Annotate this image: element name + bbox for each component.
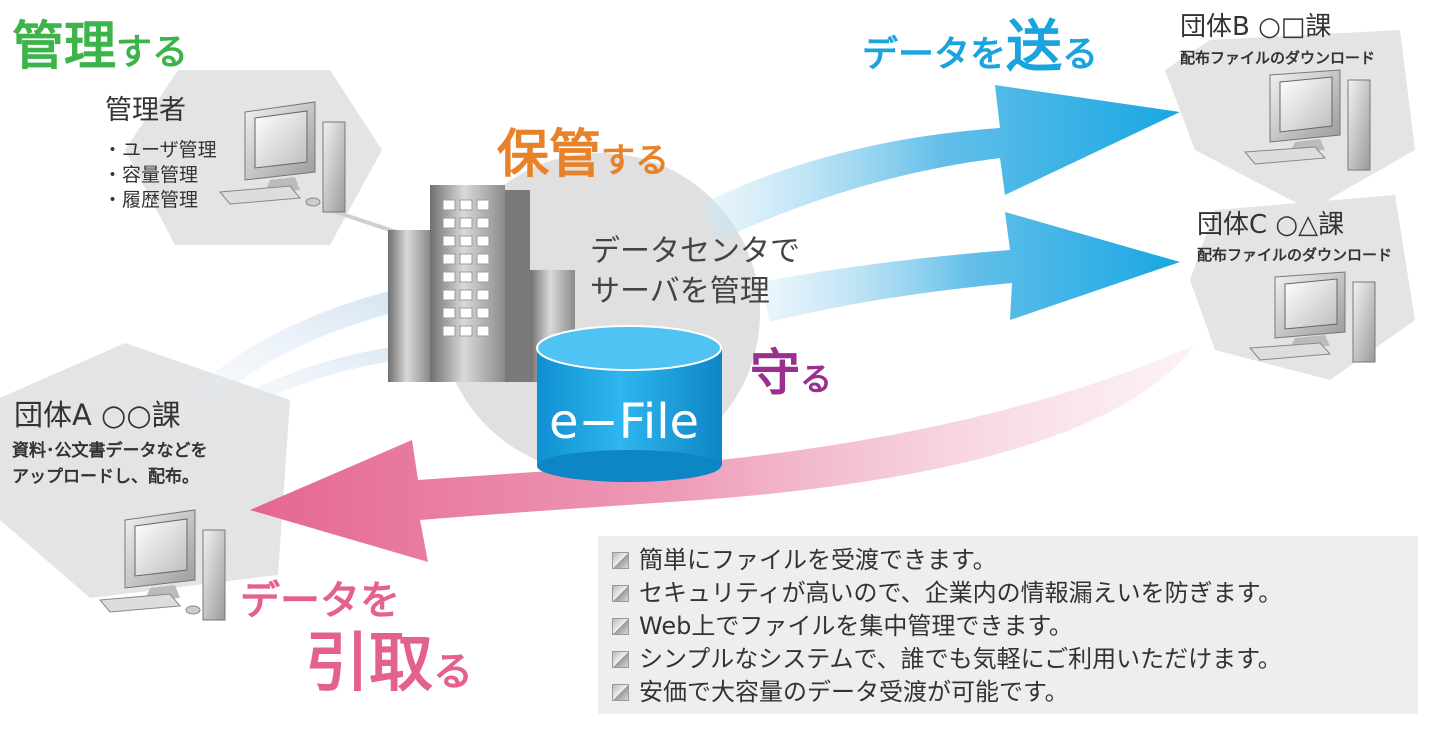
group-a-title: 団体A ○○課 bbox=[14, 398, 181, 432]
group-c-computer-icon bbox=[1248, 271, 1376, 363]
admin-tasks: ・ユーザ管理 ・容量管理 ・履歴管理 bbox=[103, 138, 217, 213]
admin-title: 管理者 bbox=[105, 95, 186, 126]
receive-heading-line2: 引取る bbox=[305, 612, 473, 704]
group-c-desc: 配布ファイルのダウンロード bbox=[1197, 246, 1393, 264]
feature-item: Web上でファイルを集中管理できます。 bbox=[612, 610, 1418, 643]
group-a-desc: 資料･公文書データなどを アップロードし、配布。 bbox=[12, 438, 208, 490]
datacenter-line: データセンタで bbox=[590, 234, 800, 269]
receive-arrow bbox=[250, 345, 1195, 562]
group-c-title: 団体C ○△課 bbox=[1197, 210, 1345, 240]
receive-heading-line1: データを bbox=[240, 578, 400, 624]
feature-text: 安価で大容量のデータ受渡が可能です。 bbox=[639, 678, 1069, 706]
protect-big: 守 bbox=[750, 344, 800, 402]
send-small: る bbox=[1062, 34, 1099, 75]
datacenter-caption: データセンタで サーバを管理 bbox=[590, 232, 800, 312]
feature-item: 安価で大容量のデータ受渡が可能です。 bbox=[612, 676, 1418, 709]
admin-task: ・履歴管理 bbox=[103, 189, 199, 211]
bullet-icon bbox=[612, 618, 629, 635]
group-a-computer-icon bbox=[99, 509, 226, 621]
group-a-desc-line: アップロードし、配布。 bbox=[12, 467, 199, 487]
feature-box: 簡単にファイルを受渡できます。 セキュリティが高いので、企業内の情報漏えいを防ぎ… bbox=[598, 536, 1418, 714]
store-heading: 保管する bbox=[497, 112, 669, 187]
feature-item: シンプルなシステムで、誰でも気軽にご利用いただけます。 bbox=[612, 643, 1418, 676]
group-b-computer-icon bbox=[1243, 69, 1371, 171]
storage-cylinder-icon bbox=[536, 325, 722, 482]
receive-big: 引取 bbox=[305, 627, 433, 701]
send-arrow-b bbox=[700, 85, 1180, 240]
feature-text: 簡単にファイルを受渡できます。 bbox=[639, 546, 997, 574]
feature-list: 簡単にファイルを受渡できます。 セキュリティが高いので、企業内の情報漏えいを防ぎ… bbox=[598, 536, 1418, 709]
admin-computer-icon bbox=[219, 101, 346, 213]
bullet-icon bbox=[612, 585, 629, 602]
receive-small: る bbox=[433, 649, 473, 695]
group-b-desc: 配布ファイルのダウンロード bbox=[1180, 49, 1376, 67]
manage-heading: 管理する bbox=[12, 4, 188, 79]
feature-text: Web上でファイルを集中管理できます。 bbox=[639, 612, 1073, 640]
feature-item: セキュリティが高いので、企業内の情報漏えいを防ぎます。 bbox=[612, 577, 1418, 610]
store-small: する bbox=[601, 141, 670, 181]
send-big: 送 bbox=[1006, 15, 1063, 80]
admin-task: ・容量管理 bbox=[103, 164, 199, 186]
group-a-desc-line: 資料･公文書データなどを bbox=[12, 441, 208, 461]
storage-label: e−File bbox=[549, 394, 700, 450]
feature-item: 簡単にファイルを受渡できます。 bbox=[612, 544, 1418, 577]
send-arrow-c bbox=[760, 212, 1180, 322]
datacenter-line: サーバを管理 bbox=[590, 274, 770, 309]
group-b-title: 団体B ○□課 bbox=[1180, 12, 1332, 42]
send-heading: データを送る bbox=[862, 2, 1098, 83]
bullet-icon bbox=[612, 552, 629, 569]
protect-heading: 守る bbox=[750, 333, 832, 405]
feature-text: シンプルなシステムで、誰でも気軽にご利用いただけます。 bbox=[639, 645, 1282, 673]
feature-text: セキュリティが高いので、企業内の情報漏えいを防ぎます。 bbox=[639, 579, 1283, 607]
manage-big: 管理 bbox=[12, 17, 117, 77]
admin-task: ・ユーザ管理 bbox=[103, 139, 217, 161]
bullet-icon bbox=[612, 684, 629, 701]
manage-small: する bbox=[116, 32, 189, 73]
protect-small: る bbox=[800, 360, 833, 398]
send-pre: データを bbox=[862, 34, 1007, 75]
store-big: 保管 bbox=[497, 125, 602, 185]
upload-arc-1 bbox=[171, 284, 423, 428]
bullet-icon bbox=[612, 651, 629, 668]
